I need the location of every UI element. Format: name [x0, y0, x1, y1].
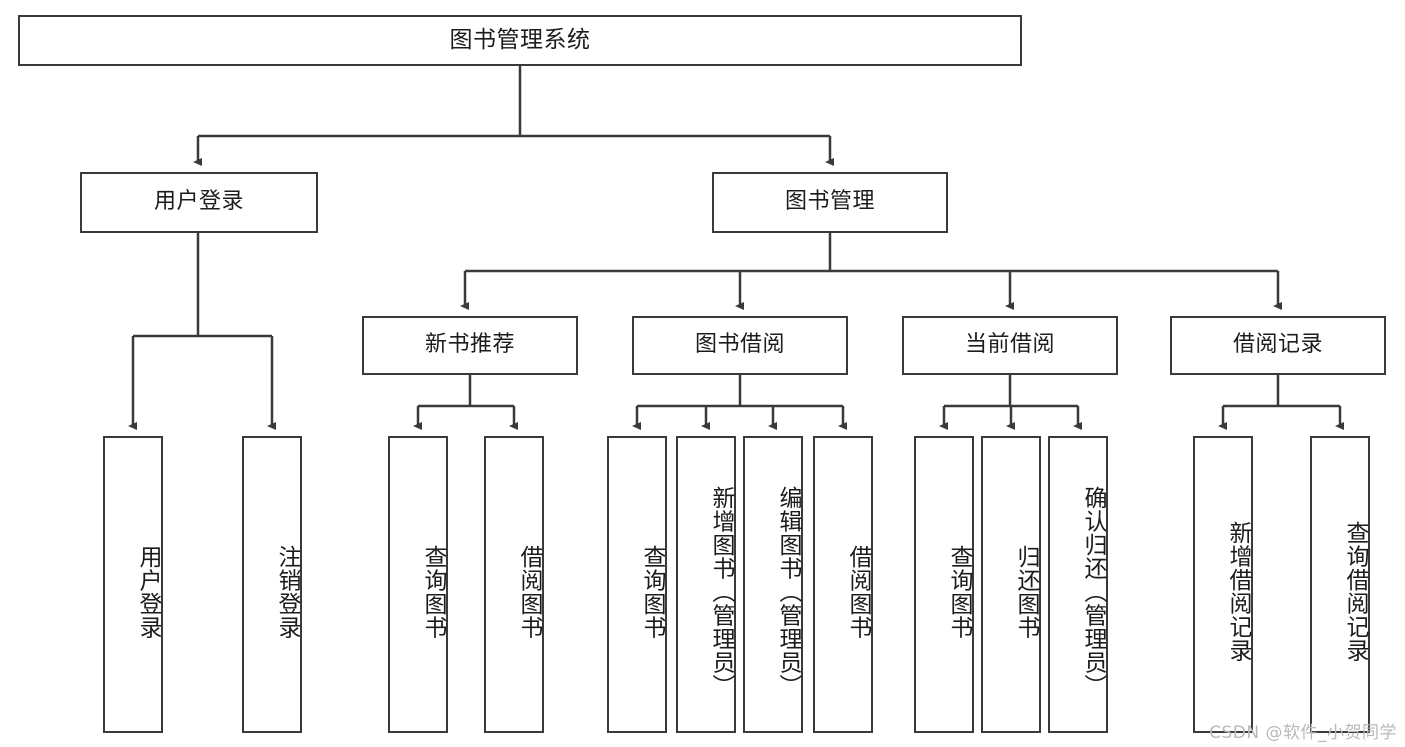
leaf-current-return-book[interactable]: 归还图书 [981, 436, 1041, 733]
leaf-borrow-add-book-admin[interactable]: 新增图书（管理员） [676, 436, 736, 733]
node-label: 查询图书 [420, 544, 446, 639]
node-label: 图书借阅 [694, 332, 785, 358]
watermark: CSDN @软件_小贺同学 [1209, 723, 1397, 743]
node-book-borrow[interactable]: 图书借阅 [632, 316, 848, 375]
node-label: 注销登录 [274, 544, 300, 639]
node-user-login[interactable]: 用户登录 [80, 172, 318, 233]
leaf-user-login-logout[interactable]: 注销登录 [242, 436, 302, 733]
node-label: 当前借阅 [964, 332, 1055, 358]
leaf-current-query-book[interactable]: 查询图书 [914, 436, 974, 733]
node-root-system[interactable]: 图书管理系统 [18, 15, 1022, 66]
node-label: 借阅记录 [1232, 332, 1323, 358]
node-label: 图书管理 [784, 189, 875, 215]
leaf-new-book-query[interactable]: 查询图书 [388, 436, 448, 733]
leaf-borrow-query-book[interactable]: 查询图书 [607, 436, 667, 733]
node-label: 借阅图书 [845, 544, 871, 639]
node-label: 编辑图书（管理员） [775, 485, 801, 698]
node-label: 借阅图书 [516, 544, 542, 639]
node-label: 确认归还（管理员） [1080, 485, 1106, 698]
node-label: 查询图书 [946, 544, 972, 639]
leaf-borrow-edit-book-admin[interactable]: 编辑图书（管理员） [743, 436, 803, 733]
leaf-new-book-borrow[interactable]: 借阅图书 [484, 436, 544, 733]
node-label: 新增图书（管理员） [708, 485, 734, 698]
node-label: 新书推荐 [424, 332, 515, 358]
node-label: 图书管理系统 [449, 26, 591, 53]
node-label: 新增借阅记录 [1225, 521, 1251, 662]
node-new-book-recommend[interactable]: 新书推荐 [362, 316, 578, 375]
leaf-record-add[interactable]: 新增借阅记录 [1193, 436, 1253, 733]
node-label: 用户登录 [135, 544, 161, 639]
leaf-user-login-login[interactable]: 用户登录 [103, 436, 163, 733]
leaf-record-query[interactable]: 查询借阅记录 [1310, 436, 1370, 733]
node-borrow-record[interactable]: 借阅记录 [1170, 316, 1386, 375]
leaf-current-confirm-return-admin[interactable]: 确认归还（管理员） [1048, 436, 1108, 733]
node-label: 查询图书 [639, 544, 665, 639]
leaf-borrow-borrow-book[interactable]: 借阅图书 [813, 436, 873, 733]
node-label: 归还图书 [1013, 544, 1039, 639]
node-book-management[interactable]: 图书管理 [712, 172, 948, 233]
node-label: 用户登录 [153, 189, 244, 215]
node-label: 查询借阅记录 [1342, 521, 1368, 662]
node-current-borrow[interactable]: 当前借阅 [902, 316, 1118, 375]
